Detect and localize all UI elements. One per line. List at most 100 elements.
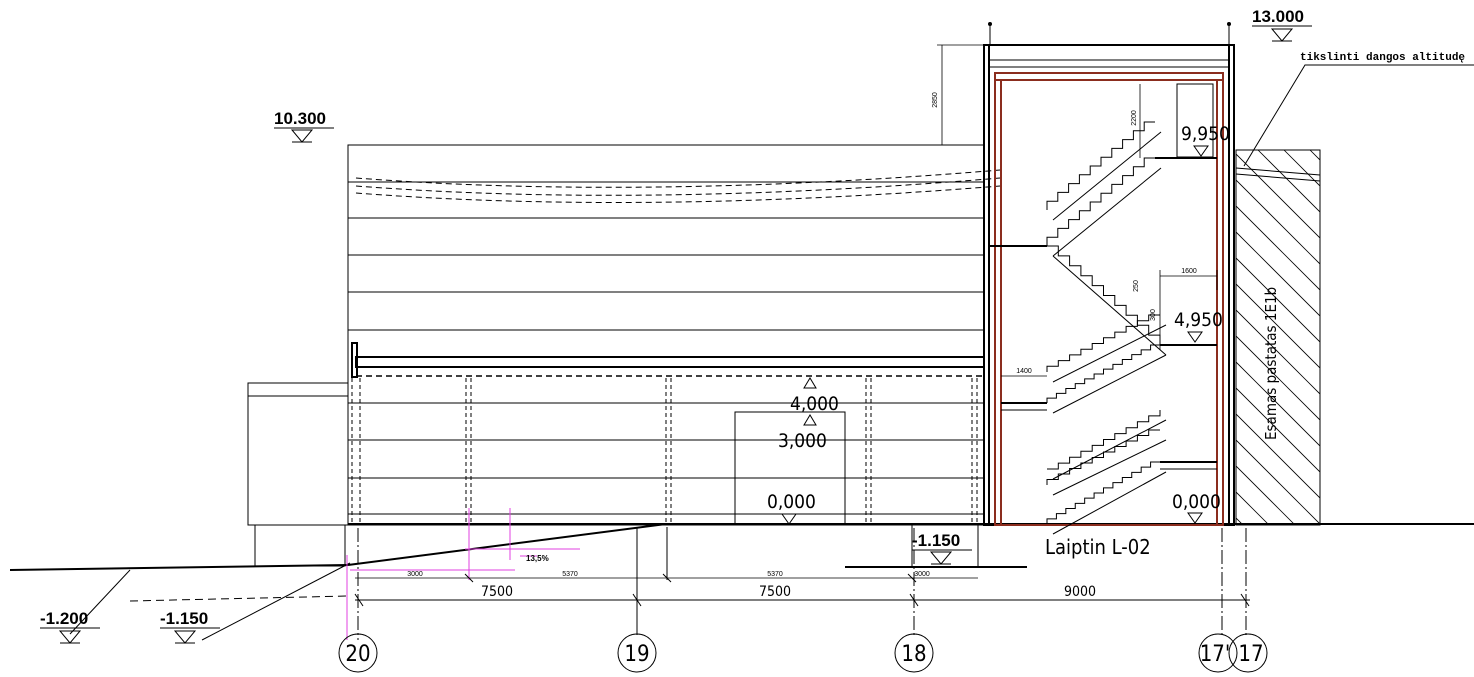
stair-flights (1046, 121, 1167, 535)
annex-base (254, 524, 346, 567)
roof-dashed (355, 177, 1001, 196)
existing-building-outline (1235, 149, 1321, 526)
level-markers (40, 25, 1474, 644)
stair-flight (1046, 461, 1160, 524)
ground-slope (69, 569, 131, 635)
dim-tick (354, 593, 364, 607)
level-triangle (58, 630, 82, 644)
roof-note: tikslinti dangos altitudę (1300, 52, 1465, 64)
level-triangle (1187, 512, 1203, 524)
level-door-mid: 3,000 (778, 430, 827, 452)
roof-dashed (355, 185, 1001, 203)
crane-beam-end (351, 342, 358, 378)
dim-bay-3: 9000 (1064, 584, 1096, 600)
existing-roof (1235, 167, 1321, 176)
existing-roof (1235, 173, 1321, 182)
hatch-line (1236, 257, 1320, 343)
axis-label-17: 17 (1238, 642, 1263, 667)
existing-building-label: Esamas pastatas 1E1b (1262, 287, 1280, 440)
ground (9, 523, 1027, 641)
stair-stringer (1052, 471, 1167, 535)
axis-label-18: 18 (901, 642, 926, 667)
dim-sub-3000: 3000 (407, 571, 423, 578)
hatch-line (1236, 283, 1320, 369)
dim-2200: 2200 (1131, 110, 1138, 126)
dim-300: 300 (1150, 309, 1157, 321)
hatch-line (1236, 231, 1320, 317)
ramp (347, 523, 667, 566)
level-triangle (290, 129, 314, 143)
stair-wall-red (994, 72, 1224, 526)
level-door-floor: 0,000 (767, 491, 816, 513)
level-ground-right: -1.150 (912, 531, 960, 550)
ground-slope (201, 562, 351, 641)
hatch-line (1236, 335, 1320, 421)
stair-stringer (1052, 255, 1167, 356)
level-triangle (1187, 331, 1203, 343)
stair-stringer (1052, 439, 1167, 496)
stair-flight (1047, 410, 1161, 470)
hatch-line (1236, 179, 1320, 265)
hatch-line (1309, 150, 1320, 161)
dim-tick (1240, 593, 1250, 607)
level-ground-left: -1.200 (40, 609, 88, 628)
axis-bubble-18 (894, 633, 934, 673)
dim-sub-3000: 3000 (914, 571, 930, 578)
stair-stringer (1052, 167, 1162, 257)
stair-stringer (1052, 324, 1167, 383)
ground-dashed (129, 595, 349, 602)
stair-flight (1047, 245, 1161, 345)
axis-label-19: 19 (624, 642, 649, 667)
stair-flight (1046, 157, 1155, 246)
hatch-line (1236, 153, 1320, 239)
axis-bubble-17-prime (1198, 633, 1238, 673)
dim-tick (907, 573, 917, 583)
axis-bubble-17 (1228, 633, 1268, 673)
stair-flight (1046, 121, 1155, 210)
annex (247, 382, 349, 526)
level-triangle (929, 551, 953, 565)
level-triangle (781, 513, 797, 525)
note-leader (1243, 64, 1474, 167)
level-roof-stair: 13.000 (1252, 7, 1304, 26)
stair-stringer (1052, 354, 1167, 414)
level-stair-floor: 0,000 (1172, 491, 1221, 513)
dim-sub-5370: 5370 (562, 571, 578, 578)
hatch-line (1236, 413, 1320, 499)
hatch-line (1336, 150, 1474, 530)
hatch-line (1236, 205, 1320, 291)
dim-250: 250 (1133, 280, 1140, 292)
hatch-line (816, 150, 1196, 530)
level-triangle (803, 414, 817, 426)
hatch-line (1236, 465, 1296, 525)
stair-flight (1046, 429, 1160, 485)
stair-stringer (1052, 131, 1162, 221)
dim-1400: 1400 (1016, 368, 1032, 375)
grid-axes (338, 528, 1268, 673)
main-hall (247, 144, 1474, 567)
hatch-line (1236, 439, 1320, 525)
dim-2850: 2850 (932, 92, 939, 108)
dim-bay-1: 7500 (481, 584, 513, 600)
dim-bay-2: 7500 (759, 584, 791, 600)
level-door-top: 4,000 (790, 393, 839, 415)
level-roof-main: 10.300 (274, 109, 326, 128)
dim-sub-5370: 5370 (767, 571, 783, 578)
level-triangle (1193, 145, 1209, 157)
dim-tick (464, 573, 474, 583)
hatch-line (1283, 150, 1320, 187)
roof-dashed (355, 169, 1001, 188)
axis-bubble-20 (338, 633, 378, 673)
axis-label-17-prime: 17' (1200, 642, 1231, 667)
axis-bubble-19 (617, 633, 657, 673)
level-stair-top: 9,950 (1181, 123, 1230, 145)
hatch-line (1236, 387, 1320, 473)
slope-marker (346, 508, 580, 640)
slope-label: 13,5% (526, 554, 549, 563)
stair-stringer (1052, 419, 1167, 480)
hatch-line (1236, 517, 1244, 525)
staircase (983, 22, 1235, 535)
crane-beam (355, 356, 985, 368)
axis-label-20: 20 (345, 642, 370, 667)
